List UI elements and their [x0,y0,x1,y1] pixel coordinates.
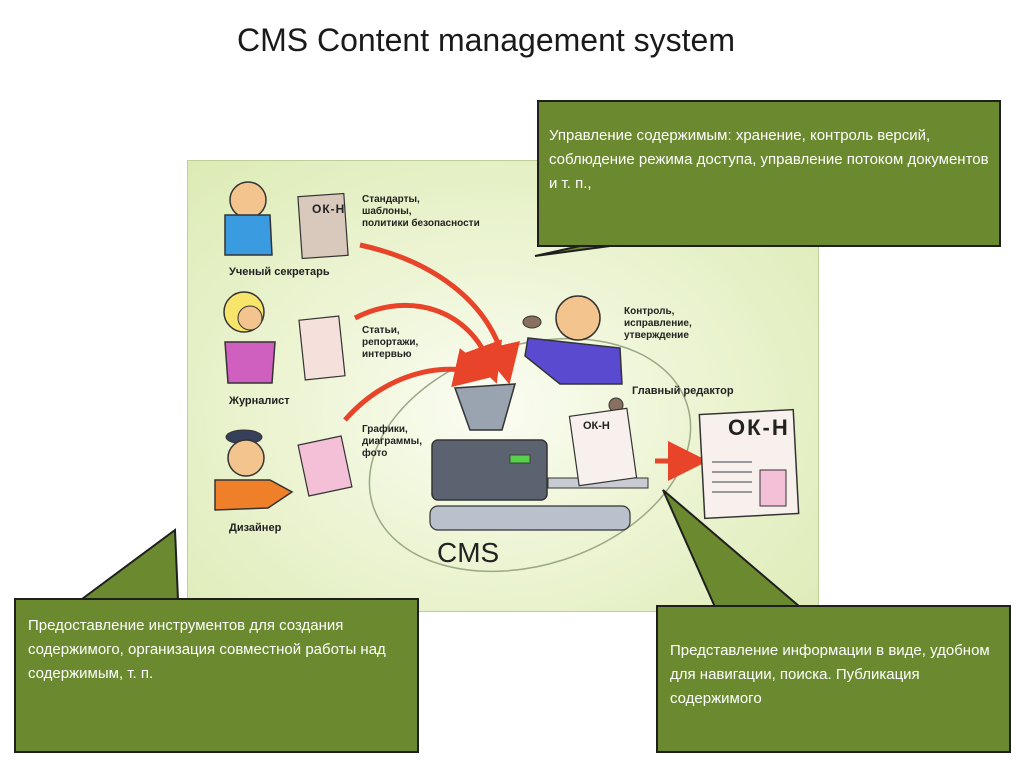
role-journalist: Журналист [229,395,290,407]
callout-left: Предоставление инструментов для создания… [14,598,419,753]
arrow-graphics [343,348,495,422]
callout-top-tail [534,245,611,257]
role-editor: Главный редактор [632,385,734,397]
page-title: CMS Content management system [237,22,735,58]
secretary-figure [224,181,349,260]
role-designer: Дизайнер [229,522,282,534]
doc-logo-output: ОК-Н [728,415,790,440]
label-standards: Стандарты, шаблоны, политики безопасност… [362,194,480,229]
editor-figure [522,295,624,413]
doc-logo-editor: ОК-Н [583,420,610,432]
output-document [698,408,800,520]
label-control: Контроль, исправление, утверждение [624,306,692,341]
cms-machine [429,383,649,531]
callout-right: Представление информации в виде, удобном… [656,605,1011,753]
arrow-articles [353,302,502,384]
cms-machine-label: CMS [437,537,500,568]
label-graphics: Графики, диаграммы, фото [362,424,423,459]
role-secretary: Ученый секретарь [229,266,330,278]
callout-left-tail [79,528,180,602]
callout-top: Управление содержимым: хранение, контрол… [537,100,1001,247]
doc-logo-secretary: ОК-Н [312,202,346,216]
designer-figure [214,429,353,511]
journalist-figure [223,291,346,384]
label-articles: Статьи, репортажи, интервью [362,325,419,360]
